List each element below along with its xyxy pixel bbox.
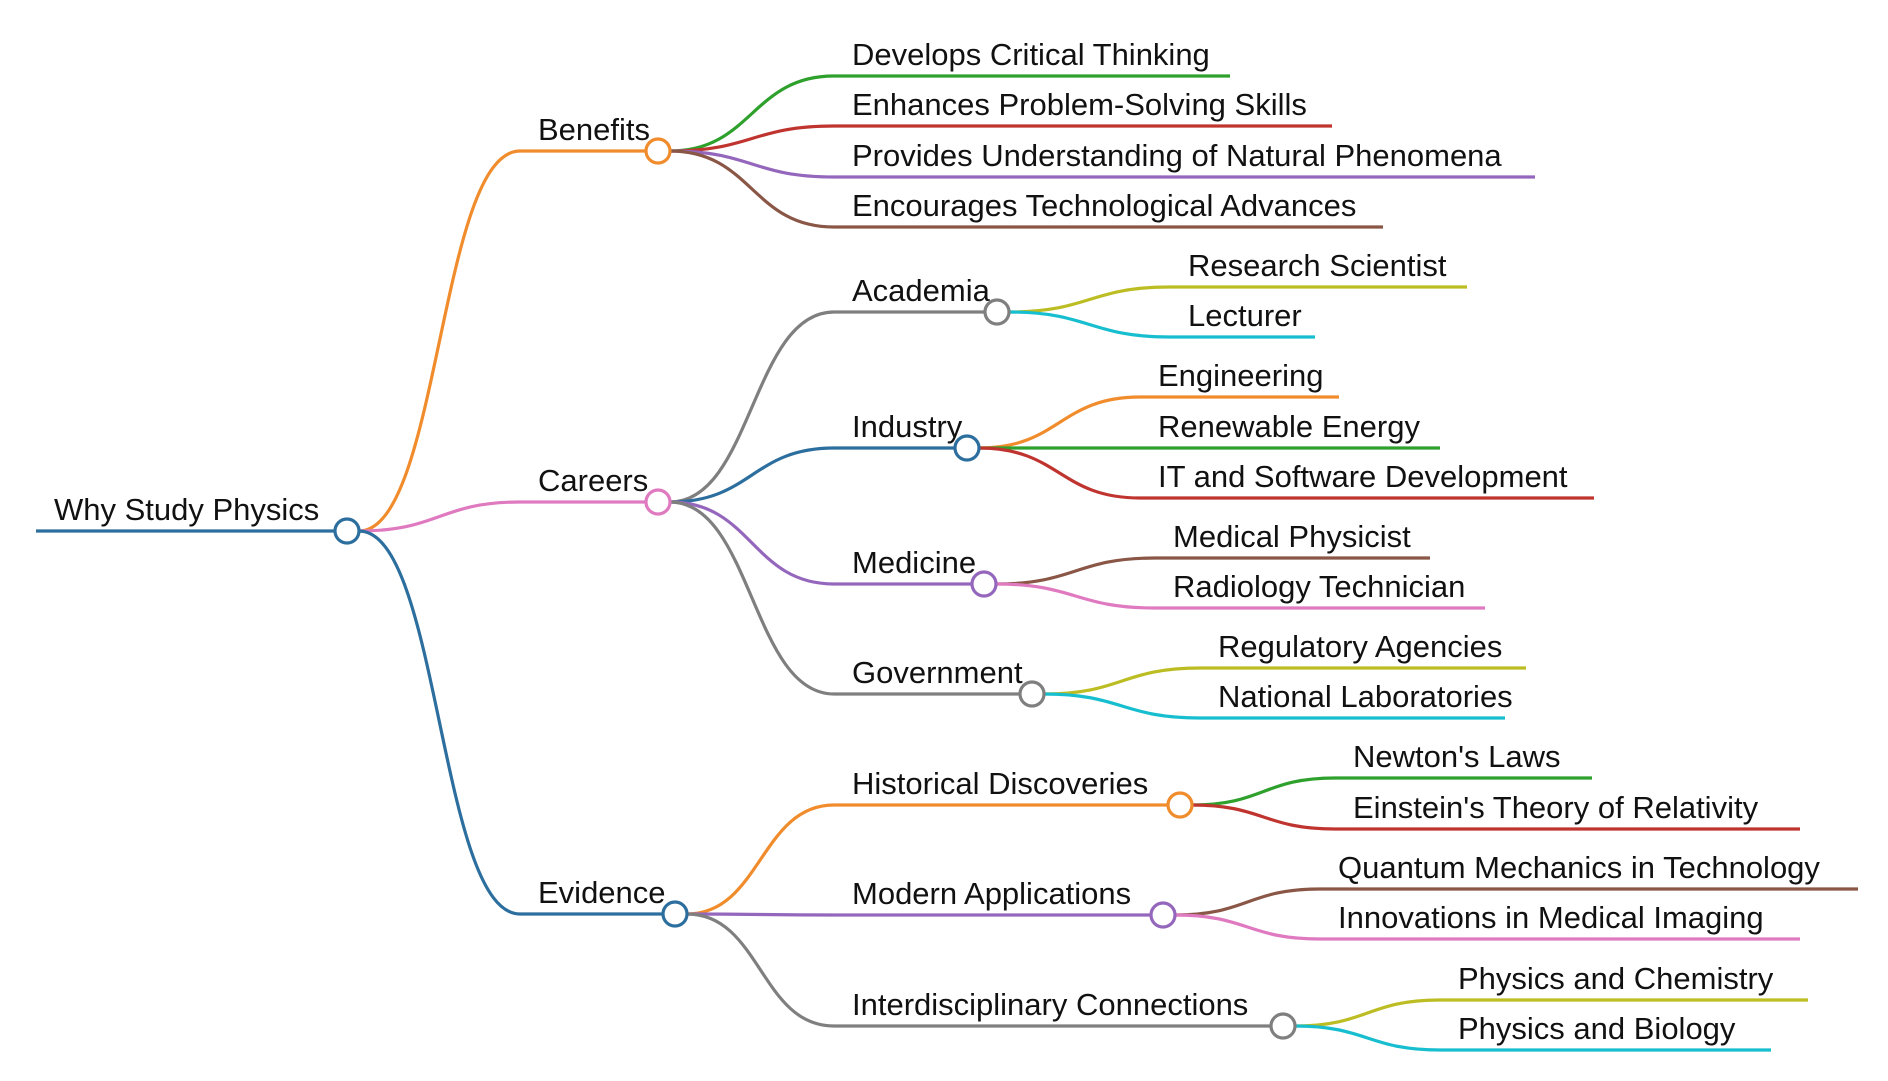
node-quantum-mechanics-in-technology: Quantum Mechanics in Technology [1338, 850, 1820, 885]
edge-academia [669, 310, 835, 504]
edge-industry [669, 446, 835, 504]
node-research-scientist: Research Scientist [1188, 248, 1447, 283]
node-modern-applications: Modern Applications [852, 876, 1131, 911]
edge-interdisciplinary-connections [686, 912, 835, 1028]
node-innovations-in-medical-imaging: Innovations in Medical Imaging [1338, 900, 1764, 935]
node-regulatory-agencies: Regulatory Agencies [1218, 629, 1502, 664]
node-evidence: Evidence [538, 875, 666, 910]
edge-evidence [358, 529, 521, 916]
node-national-laboratories: National Laboratories [1218, 679, 1513, 714]
edge-lecturer [1008, 310, 1171, 339]
edge-regulatory-agencies [1043, 666, 1201, 696]
node-toggle-why-study-physics[interactable] [333, 517, 361, 545]
edges-layer [36, 74, 1858, 1052]
node-government: Government [852, 655, 1023, 690]
node-toggle-modern-applications[interactable] [1149, 901, 1177, 929]
edge-research-scientist [1008, 285, 1171, 314]
node-benefits: Benefits [538, 112, 650, 147]
edge-medicine [669, 500, 835, 586]
edge-historical-discoveries [686, 803, 835, 916]
node-toggle-government[interactable] [1018, 680, 1046, 708]
edge-encourages-technological-advances [669, 149, 835, 229]
node-industry: Industry [852, 409, 963, 444]
node-interdisciplinary-connections: Interdisciplinary Connections [852, 987, 1248, 1022]
node-careers: Careers [538, 463, 648, 498]
edge-radiology-technician [995, 582, 1156, 610]
node-einstein-s-theory-of-relativity: Einstein's Theory of Relativity [1353, 790, 1759, 825]
node-toggle-careers[interactable] [644, 488, 672, 516]
node-physics-and-chemistry: Physics and Chemistry [1458, 961, 1774, 996]
node-it-and-software-development: IT and Software Development [1158, 459, 1568, 494]
node-develops-critical-thinking: Develops Critical Thinking [852, 37, 1210, 72]
edge-physics-and-chemistry [1294, 998, 1441, 1028]
node-renewable-energy: Renewable Energy [1158, 409, 1420, 444]
node-physics-and-biology: Physics and Biology [1458, 1011, 1736, 1046]
node-historical-discoveries: Historical Discoveries [852, 766, 1148, 801]
node-toggle-industry[interactable] [953, 434, 981, 462]
node-toggle-medicine[interactable] [970, 570, 998, 598]
edge-provides-understanding-of-natural-phenomena [669, 149, 835, 179]
node-why-study-physics: Why Study Physics [54, 492, 319, 527]
node-engineering: Engineering [1158, 358, 1323, 393]
node-toggle-academia[interactable] [983, 298, 1011, 326]
node-lecturer: Lecturer [1188, 298, 1302, 333]
nodes-layer: Why Study Physics Benefits Develops Critic… [54, 37, 1820, 1046]
node-medical-physicist: Medical Physicist [1173, 519, 1411, 554]
edge-modern-applications [686, 912, 835, 917]
node-encourages-technological-advances: Encourages Technological Advances [852, 188, 1356, 223]
edge-benefits [358, 149, 521, 533]
node-provides-understanding-of-natural-phenomena: Provides Understanding of Natural Phenom… [852, 138, 1502, 173]
edge-quantum-mechanics-in-technology [1174, 887, 1321, 917]
node-toggle-interdisciplinary-connections[interactable] [1269, 1012, 1297, 1040]
edge-newton-s-laws [1191, 776, 1336, 807]
edge-einstein-s-theory-of-relativity [1191, 803, 1336, 831]
edge-enhances-problem-solving-skills [669, 124, 835, 153]
edge-physics-and-biology [1294, 1024, 1441, 1052]
node-toggle-historical-discoveries[interactable] [1166, 791, 1194, 819]
edge-government [669, 500, 835, 696]
node-toggle-evidence[interactable] [661, 900, 689, 928]
node-toggle-benefits[interactable] [644, 137, 672, 165]
node-academia: Academia [852, 273, 991, 308]
edge-careers [358, 500, 521, 533]
edge-engineering [978, 395, 1141, 450]
edge-national-laboratories [1043, 692, 1201, 720]
edge-develops-critical-thinking [669, 74, 835, 153]
edge-medical-physicist [995, 556, 1156, 586]
node-enhances-problem-solving-skills: Enhances Problem-Solving Skills [852, 87, 1307, 122]
edge-it-and-software-development [978, 446, 1141, 500]
node-newton-s-laws: Newton's Laws [1353, 739, 1561, 774]
node-radiology-technician: Radiology Technician [1173, 569, 1465, 604]
node-medicine: Medicine [852, 545, 976, 580]
edge-innovations-in-medical-imaging [1174, 913, 1321, 941]
